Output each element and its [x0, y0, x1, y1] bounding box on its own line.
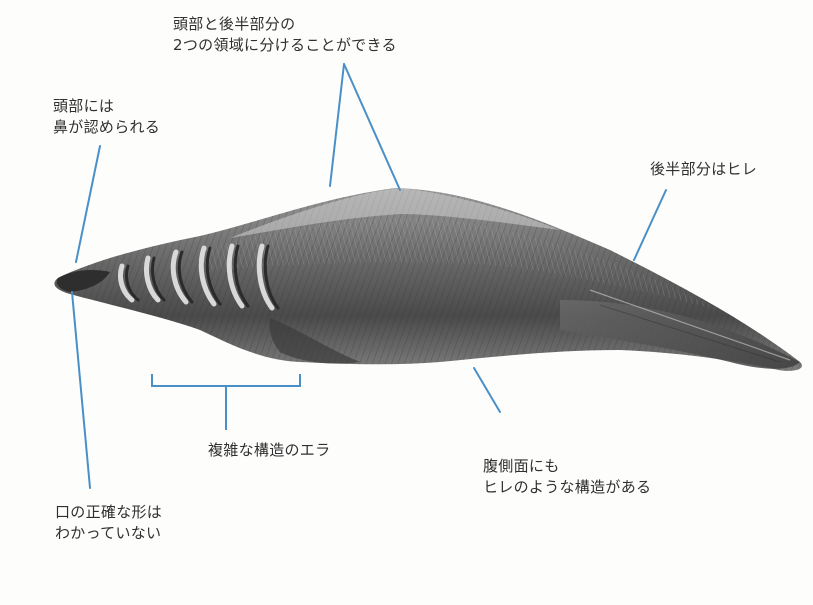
label-gills: 複雑な構造のエラ	[208, 440, 330, 461]
pointer-to-ventral	[474, 368, 500, 412]
label-head-and-tail-regions: 頭部と後半部分の 2つの領域に分けることができる	[173, 14, 397, 56]
label-ventral-fin-line1: 腹側面にも	[483, 456, 651, 477]
label-head-nose: 頭部には 鼻が認められる	[53, 96, 160, 138]
pointer-to-mouth	[72, 292, 90, 488]
label-head-nose-line1: 頭部には	[53, 96, 160, 117]
label-mouth-line2: わかっていない	[55, 523, 162, 544]
pointer-to-tail	[634, 190, 666, 260]
pointer-to-nose	[76, 146, 100, 262]
label-tail-fin: 後半部分はヒレ	[650, 159, 757, 180]
label-ventral-fin: 腹側面にも ヒレのような構造がある	[483, 456, 651, 498]
gill-bracket	[152, 374, 300, 430]
label-tail-fin-line1: 後半部分はヒレ	[650, 159, 757, 180]
label-head-nose-line2: 鼻が認められる	[53, 117, 160, 138]
label-head-and-tail-regions-line1: 頭部と後半部分の	[173, 14, 397, 35]
label-ventral-fin-line2: ヒレのような構造がある	[483, 477, 651, 498]
pointer-to-dorsal-front	[330, 64, 344, 186]
label-gills-line1: 複雑な構造のエラ	[208, 440, 330, 461]
label-mouth: 口の正確な形は わかっていない	[55, 502, 162, 544]
label-head-and-tail-regions-line2: 2つの領域に分けることができる	[173, 35, 397, 56]
label-mouth-line1: 口の正確な形は	[55, 502, 162, 523]
pointer-to-dorsal-back	[344, 64, 400, 190]
